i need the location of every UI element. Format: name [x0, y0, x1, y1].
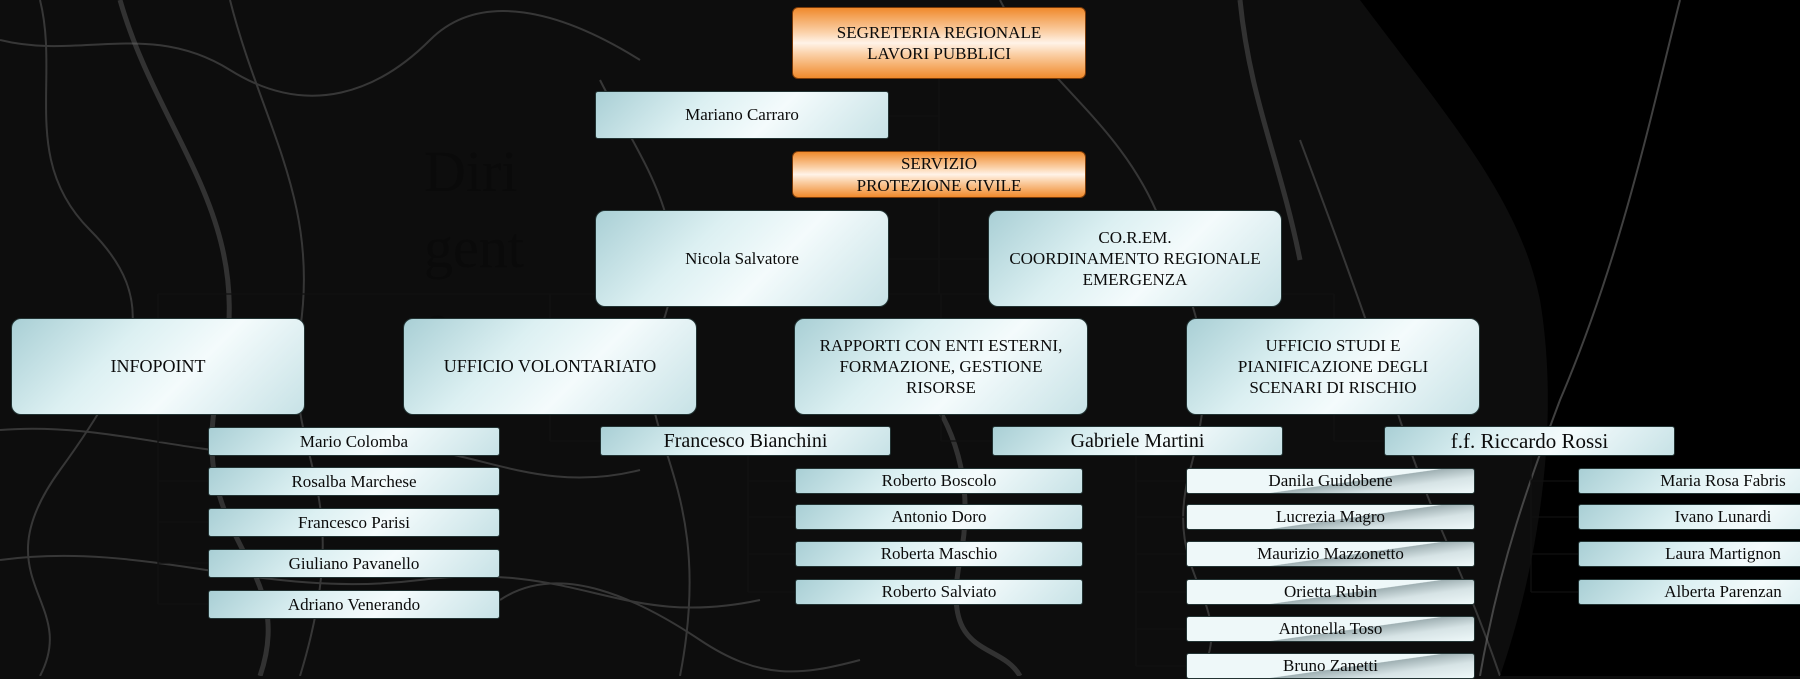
staff-name: Adriano Venerando	[287, 594, 421, 614]
staff-name: Bruno Zanetti	[1283, 656, 1378, 676]
ufficio-volontariato-box: UFFICIO VOLONTARIATO	[403, 318, 697, 415]
staff-name: Antonella Toso	[1278, 619, 1383, 639]
staff-name: Laura Martignon	[1665, 544, 1781, 564]
servizio-protezione-civile-box: SERVIZIO PROTEZIONE CIVILE	[792, 151, 1086, 198]
staff-name: Roberta Maschio	[880, 544, 998, 564]
gabriele-martini-box: Gabriele Martini	[992, 426, 1283, 456]
francesco-bianchini-box: Francesco Bianchini	[600, 426, 891, 456]
staff-box: Giuliano Pavanello	[208, 549, 500, 578]
staff-name: Roberto Boscolo	[881, 471, 997, 491]
staff-name: Ivano Lunardi	[1674, 507, 1772, 527]
staff-box: Antonella Toso	[1186, 616, 1475, 642]
staff-name: Alberta Parenzan	[1664, 582, 1782, 602]
staff-box: Rosalba Marchese	[208, 467, 500, 496]
staff-box: Ivano Lunardi	[1578, 504, 1800, 530]
staff-box: Francesco Parisi	[208, 508, 500, 537]
mariano-carraro-box: Mariano Carraro	[595, 91, 889, 139]
staff-name: Francesco Parisi	[298, 512, 410, 532]
staff-name: Maurizio Mazzonetto	[1257, 544, 1404, 564]
staff-name: Orietta Rubin	[1283, 582, 1377, 602]
ufficio-studi-label: UFFICIO STUDI E PIANIFICAZIONE DEGLI SCE…	[1237, 335, 1429, 398]
nicola-salvatore-label: Nicola Salvatore	[685, 248, 799, 268]
ufficio-volontariato-label: UFFICIO VOLONTARIATO	[443, 356, 657, 377]
dirigente-label: Dirigente	[424, 139, 524, 356]
rapporti-enti-esterni-box: RAPPORTI CON ENTI ESTERNI, FORMAZIONE, G…	[794, 318, 1088, 415]
staff-name: Maria Rosa Fabris	[1660, 471, 1786, 491]
gabriele-martini-label: Gabriele Martini	[1070, 429, 1205, 452]
staff-name: Rosalba Marchese	[291, 471, 417, 491]
riccardo-rossi-label: f.f. Riccardo Rossi	[1450, 428, 1609, 453]
staff-box: Orietta Rubin	[1186, 579, 1475, 605]
staff-box: Roberta Maschio	[795, 541, 1083, 567]
staff-box: Bruno Zanetti	[1186, 653, 1475, 679]
riccardo-rossi-box: f.f. Riccardo Rossi	[1384, 426, 1675, 456]
staff-name: Antonio Doro	[891, 507, 987, 527]
staff-box: Alberta Parenzan	[1578, 579, 1800, 605]
staff-name: Lucrezia Magro	[1275, 507, 1386, 527]
segreteria-regionale-box: SEGRETERIA REGIONALE LAVORI PUBBLICI	[792, 7, 1086, 79]
corem-box: CO.R.EM. COORDINAMENTO REGIONALE EMERGEN…	[988, 210, 1282, 307]
segreteria-regionale-label: SEGRETERIA REGIONALE LAVORI PUBBLICI	[836, 22, 1042, 63]
staff-box: Roberto Boscolo	[795, 468, 1083, 494]
francesco-bianchini-label: Francesco Bianchini	[663, 429, 828, 452]
staff-name: Roberto Salviato	[881, 582, 997, 602]
servizio-protezione-civile-label: SERVIZIO PROTEZIONE CIVILE	[856, 154, 1022, 195]
corem-label: CO.R.EM. COORDINAMENTO REGIONALE EMERGEN…	[1009, 227, 1261, 290]
staff-name: Giuliano Pavanello	[288, 553, 420, 573]
rapporti-enti-esterni-label: RAPPORTI CON ENTI ESTERNI, FORMAZIONE, G…	[819, 335, 1063, 398]
ufficio-studi-box: UFFICIO STUDI E PIANIFICAZIONE DEGLI SCE…	[1186, 318, 1480, 415]
mariano-carraro-label: Mariano Carraro	[685, 105, 799, 125]
nicola-salvatore-box: Nicola Salvatore	[595, 210, 889, 307]
staff-box: Roberto Salviato	[795, 579, 1083, 605]
staff-box: Danila Guidobene	[1186, 468, 1475, 494]
infopoint-label: INFOPOINT	[110, 356, 206, 377]
staff-box: Laura Martignon	[1578, 541, 1800, 567]
staff-box: Maria Rosa Fabris	[1578, 468, 1800, 494]
staff-box: Antonio Doro	[795, 504, 1083, 530]
staff-box: Lucrezia Magro	[1186, 504, 1475, 530]
infopoint-box: INFOPOINT	[11, 318, 305, 415]
staff-box: Adriano Venerando	[208, 590, 500, 619]
staff-name: Danila Guidobene	[1268, 471, 1393, 491]
staff-name: Mario Colomba	[299, 431, 409, 451]
staff-box: Maurizio Mazzonetto	[1186, 541, 1475, 567]
staff-box: Mario Colomba	[208, 427, 500, 456]
